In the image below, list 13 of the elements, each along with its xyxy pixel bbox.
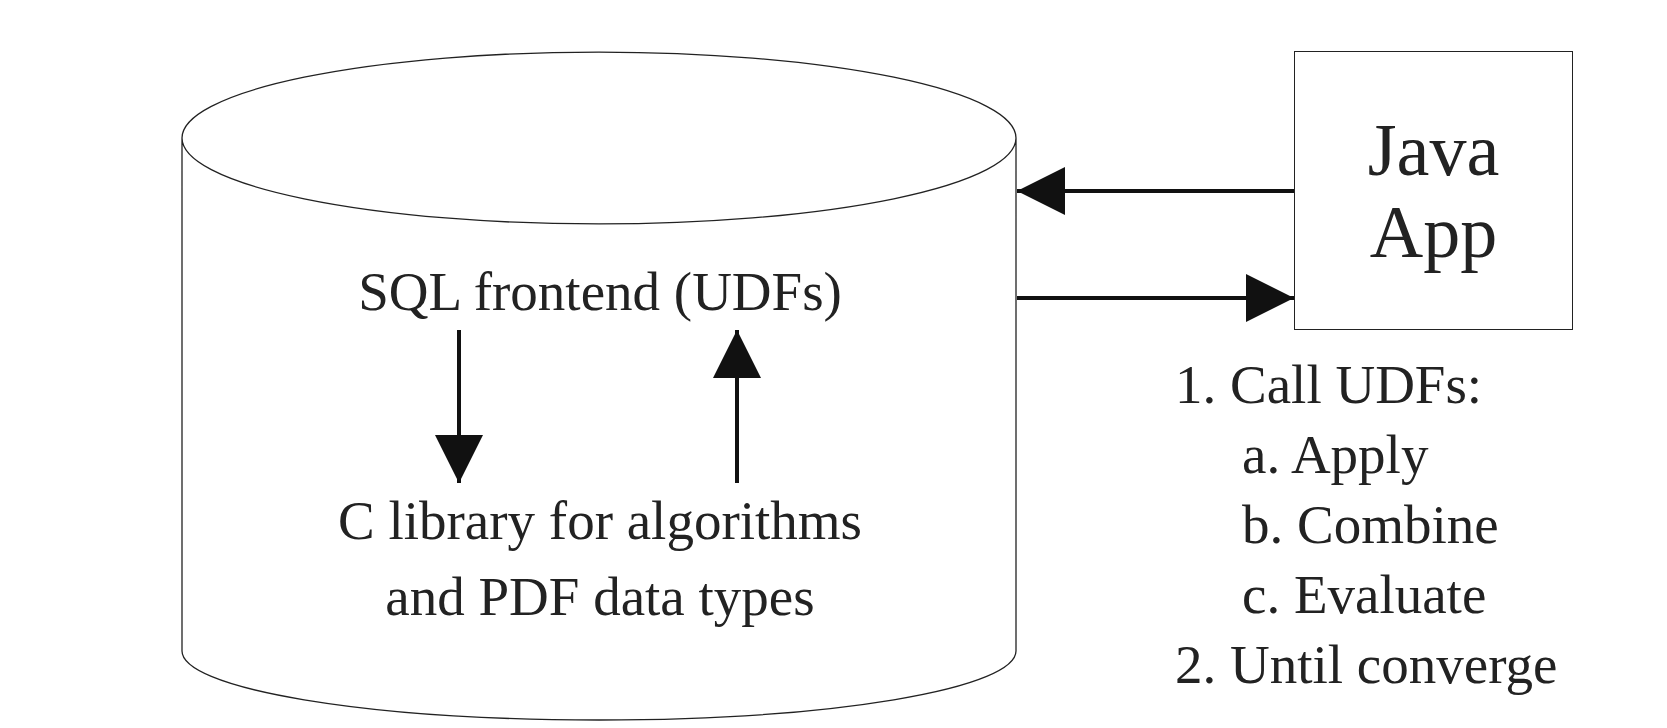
process-box: Java App <box>1294 51 1573 330</box>
node-text: C library for algorithms and PDF data types <box>308 483 892 635</box>
step-text: c. Evaluate <box>1242 563 1487 627</box>
arrow <box>1017 274 1294 322</box>
arrow <box>435 330 483 483</box>
node-text: SQL frontend (UDFs) <box>330 254 870 330</box>
database-cylinder <box>181 51 1017 721</box>
step-text: a. Apply <box>1242 423 1429 487</box>
arrow <box>713 330 761 483</box>
step-text: 2. Until converge <box>1175 633 1558 697</box>
step-text: b. Combine <box>1242 493 1499 557</box>
arrow <box>1017 167 1294 215</box>
step-text: 1. Call UDFs: <box>1175 353 1483 417</box>
